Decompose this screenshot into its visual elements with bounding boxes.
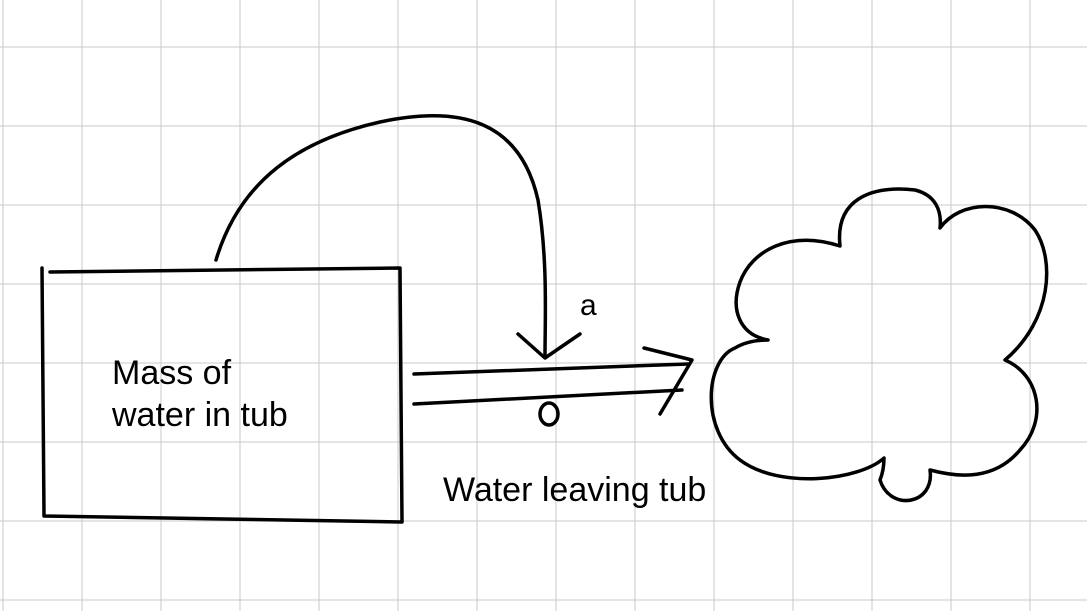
stock-label-line2: water in tub <box>112 396 288 434</box>
flow-pipe <box>412 362 690 406</box>
cloud-icon <box>709 187 1049 503</box>
stock-label-line1: Mass of <box>112 354 232 392</box>
flow-label: Water leaving tub <box>443 471 707 509</box>
flow-arrowhead <box>642 346 694 416</box>
valve-circle <box>538 401 560 427</box>
link-arrow <box>214 114 548 358</box>
link-arrowhead <box>516 332 582 360</box>
stock-box <box>40 266 404 524</box>
link-polarity-label: a <box>580 289 597 322</box>
stock-label: Mass of water in tub <box>112 352 288 436</box>
